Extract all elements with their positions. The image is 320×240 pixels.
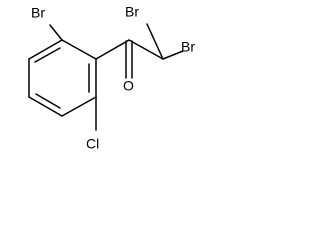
ring-bond-c2-c3 <box>28 39 63 60</box>
ring-double-bond-inner-1 <box>34 47 61 63</box>
benzene-ring <box>28 39 97 117</box>
atom-label-br-ring: Br <box>31 5 45 21</box>
bond-chbr2-to-br-right <box>162 50 184 60</box>
ring-bond-c4-c5 <box>28 96 63 117</box>
molecule-structure: Br Cl O Br Br <box>28 4 195 152</box>
bond-chbr2-to-br-top <box>146 23 164 60</box>
atom-label-br-right: Br <box>181 39 195 55</box>
bond-ring-to-carbonyl <box>95 39 130 60</box>
atom-label-br-top: Br <box>125 4 139 20</box>
ring-double-bond-inner-2 <box>35 93 61 109</box>
bond-ring-to-br <box>49 24 63 41</box>
atom-label-cl: Cl <box>86 136 99 152</box>
ring-bond-c5-c6 <box>61 96 97 117</box>
bond-carbonyl-to-chbr2 <box>128 39 164 60</box>
ring-bond-c1-c2 <box>61 39 97 60</box>
atom-label-oxygen: O <box>123 78 134 94</box>
